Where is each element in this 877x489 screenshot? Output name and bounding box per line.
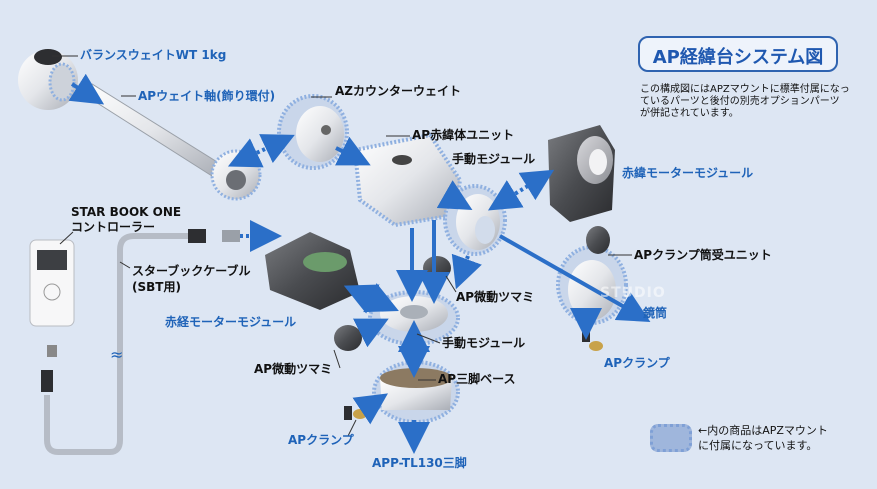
label-telescope: 鏡筒 xyxy=(643,306,668,320)
label-ra-motor-module: 赤経モーターモジュール xyxy=(165,315,297,329)
label-star-book-one-line1: STAR BOOK ONE xyxy=(71,205,182,219)
legend-line-2: に付属になっています。 xyxy=(698,439,818,452)
label-dec-motor-module: 赤緯モーターモジュール xyxy=(622,166,754,180)
manual-module-top-part xyxy=(443,184,507,256)
controller-part xyxy=(29,239,75,392)
label-balance-weight: バランスウェイトWT 1kg xyxy=(80,48,227,62)
label-manual-module-bottom: 手動モジュール xyxy=(442,336,526,350)
label-ap-dec-unit: AP赤緯体ユニット xyxy=(412,128,515,142)
tripod-base-part xyxy=(372,360,460,424)
description-line-2: ているパーツと後付の別売オプションパーツ xyxy=(640,96,840,107)
description: この構成図にはAPZマウントに標準付属になっ ているパーツと後付の別売オプション… xyxy=(640,84,870,120)
title-box: AP経緯台システム図 xyxy=(638,36,838,72)
label-starbook-cable-line2: (SBT用) xyxy=(132,280,181,294)
label-star-book-one-line2: コントローラー xyxy=(71,220,156,234)
cable-connector xyxy=(188,229,206,243)
dec-motor-module-part xyxy=(548,125,615,222)
clamp-tube-unit-part xyxy=(556,226,628,325)
label-ap-tripod-base: AP三脚ベース xyxy=(438,372,516,386)
watermark: STUDIO xyxy=(600,285,666,301)
legend-text: ←内の商品はAPZマウント に付属になっています。 xyxy=(698,423,828,453)
fine-knob-bottom-part xyxy=(334,325,362,351)
description-line-1: この構成図にはAPZマウントに標準付属になっ xyxy=(640,84,850,95)
starbook-cable-line xyxy=(44,233,190,455)
description-line-3: が併記されています。 xyxy=(640,108,739,119)
label-manual-module-top: 手動モジュール xyxy=(452,152,536,166)
leader-lines xyxy=(52,55,632,437)
legend-swatch xyxy=(650,424,692,452)
az-counterweight-part xyxy=(277,94,349,170)
ra-motor-module-part xyxy=(265,232,360,310)
label-ap-clamp-right: APクランプ xyxy=(604,356,670,370)
balance-weight-part xyxy=(18,49,78,110)
label-ap-fine-knob-top: AP微動ツマミ xyxy=(456,290,535,304)
label-tripod: APP-TL130三脚 xyxy=(372,456,467,470)
label-ap-clamp-tube-unit: APクランプ筒受ユニット xyxy=(634,248,772,262)
cable-break-mark: ≈ xyxy=(110,345,123,364)
legend-line-1: ←内の商品はAPZマウント xyxy=(698,424,828,437)
label-ap-fine-knob-bottom: AP微動ツマミ xyxy=(254,362,333,376)
label-starbook-cable-line1: スターブックケーブル xyxy=(132,264,251,278)
cable-plug xyxy=(222,230,240,242)
label-az-counter-weight: AZカウンターウェイト xyxy=(335,84,461,98)
label-ap-clamp-bottom: APクランプ xyxy=(288,433,354,447)
connection-arrows xyxy=(68,73,651,454)
page-title: AP経緯台システム図 xyxy=(652,47,824,68)
clamp-right-part xyxy=(582,328,603,351)
label-weight-shaft: APウェイト軸(飾り環付) xyxy=(138,89,276,103)
